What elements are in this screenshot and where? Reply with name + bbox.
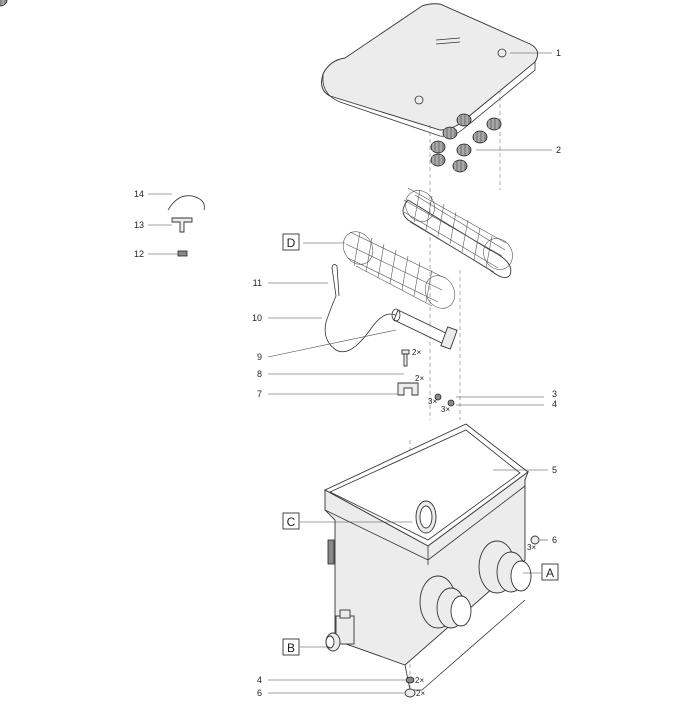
callout-1: 1 [556,48,561,58]
callout-numbers: 1 2 3 4 5 6 7 8 9 10 11 12 13 14 4 6 [134,48,561,698]
callout-11: 11 [253,278,262,288]
qty-4: 3× [441,405,450,414]
outlet-a [478,540,532,594]
callout-9: 9 [257,352,262,362]
callout-10: 10 [252,313,262,323]
housing-part [324,423,529,691]
callout-8: 8 [257,369,262,379]
valve-b [325,609,355,652]
callout-4-bottom: 4 [257,675,262,685]
callout-2: 2 [556,145,561,155]
qty-3: 3× [428,397,437,406]
nozzle-part-12 [177,250,188,257]
inlet-c [415,500,437,534]
hose-hook-part [324,264,401,353]
label-b-text: B [287,641,295,655]
tee-part-13 [171,217,193,233]
qty-6: 3× [527,543,536,552]
side-plug-6 [530,535,540,545]
qty-7: 2× [415,374,424,383]
filter-balls-part [0,0,502,173]
filter-basket-upper [402,187,513,279]
bracket-part [397,382,419,396]
label-a-text: A [546,566,554,580]
label-box-c: C [282,512,300,530]
label-box-d: D [282,233,300,251]
callout-5: 5 [552,465,557,475]
screw-part [401,349,410,367]
callout-3: 3 [552,389,557,399]
bottom-hardware [404,676,416,698]
label-d-text: D [287,236,296,250]
callout-6-bottom: 6 [257,688,262,698]
label-box-a: A [541,563,559,581]
small-hardware-3-4 [434,393,455,407]
arc-part-14 [167,195,205,211]
callout-14: 14 [134,189,144,199]
pipe-part [391,308,458,350]
filter-basket-lower [342,231,456,309]
outlet-lower [419,575,472,629]
qty-4-bottom: 2× [415,676,424,685]
lid-part [321,3,539,137]
assembly-axes [409,90,501,690]
callout-4: 4 [552,399,557,409]
qty-8: 2× [412,348,421,357]
callout-12: 12 [134,249,144,259]
leader-lines [148,52,552,694]
qty-6-bottom: 2× [416,689,425,698]
callout-6: 6 [552,535,557,545]
callout-7: 7 [257,389,262,399]
callout-13: 13 [134,220,144,230]
label-c-text: C [287,515,296,529]
label-box-b: B [282,638,300,656]
quantity-markers: 2× 2× 3× 3× 3× 2× 2× [412,348,536,698]
